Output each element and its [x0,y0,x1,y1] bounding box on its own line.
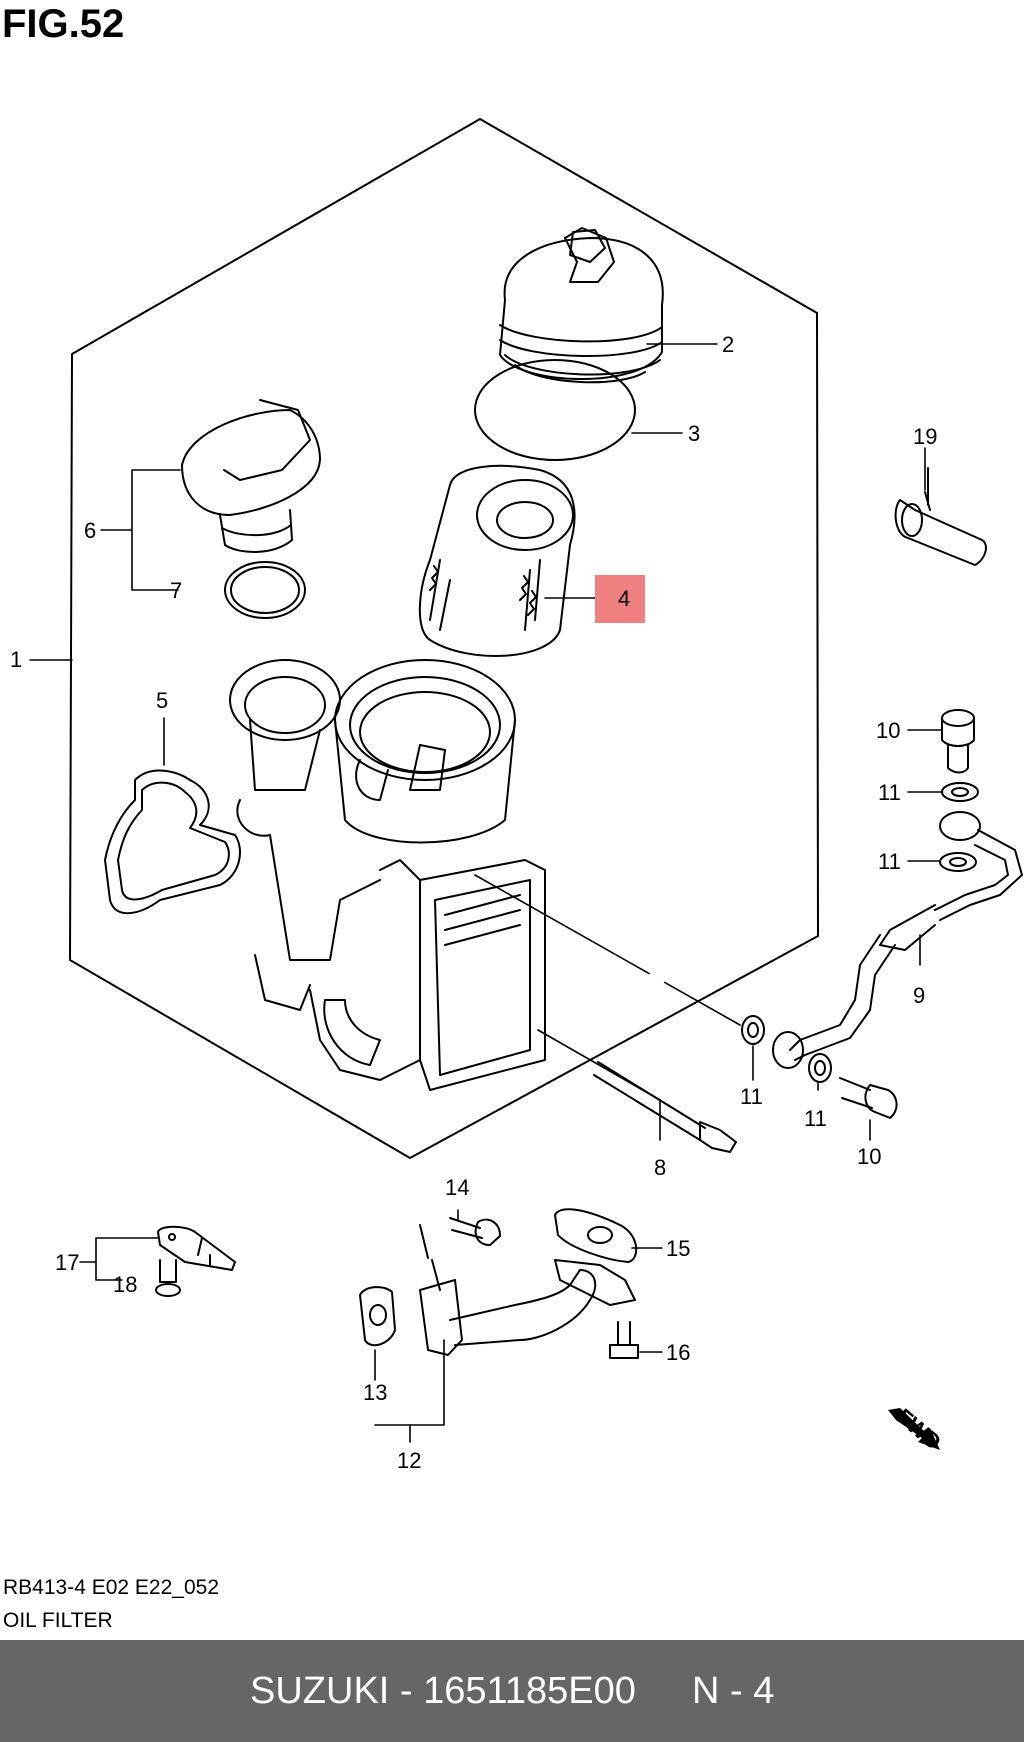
footer-ref: N - 4 [692,1670,775,1712]
bolt-upper [941,709,975,774]
filter-housing [229,659,546,1091]
diagram-caption: OIL FILTER [3,1609,113,1632]
callout-17: 17 [55,1250,79,1275]
figure-title: FIG.52 [2,2,125,46]
washer-3 [741,1015,765,1045]
callout-16: 16 [666,1340,690,1365]
callout-2: 2 [722,332,734,357]
callout-7: 7 [170,578,182,603]
washer-2 [939,852,977,872]
callout-10-lower: 10 [857,1144,881,1169]
o-ring-large [474,359,636,461]
footer-part-label: SUZUKI - 1651185E00 [250,1670,636,1712]
fwd-arrow: FWD [888,1404,946,1455]
callout-10-upper: 10 [876,718,900,743]
gasket [104,769,241,915]
callout-1: 1 [10,647,22,672]
union-bolt [894,467,987,566]
long-bolt [593,1061,737,1153]
callout-19: 19 [913,424,937,449]
pipe-12 [419,1224,636,1356]
leader-lines [29,343,943,1443]
callout-11-a: 11 [878,780,901,805]
callout-9: 9 [913,983,925,1008]
washer-1 [941,782,979,802]
bolt-lower [839,1077,898,1119]
callout-12: 12 [397,1448,421,1473]
bolt-bracket [155,1259,181,1297]
oil-filler-cap [181,399,321,553]
bolt-16 [609,1321,639,1359]
bolt-14 [449,1217,501,1246]
callout-3: 3 [688,421,700,446]
filter-element [418,464,576,657]
o-ring-small [224,561,306,619]
highlight-box [595,575,645,623]
diagram-code: RB413-4 E02 E22_052 [3,1576,219,1599]
assembly-boundary [69,118,819,1159]
callout-5: 5 [156,688,168,713]
gasket-13 [359,1286,396,1347]
bracket [157,1225,236,1271]
callout-6: 6 [84,518,96,543]
filter-cap [499,227,664,384]
gasket-15 [554,1208,638,1263]
callout-13: 13 [363,1380,387,1405]
oil-pipe [772,811,1023,1069]
callout-14: 14 [445,1175,469,1200]
callout-11-d: 11 [804,1106,827,1131]
callout-11-b: 11 [878,849,901,874]
callout-15: 15 [666,1236,690,1261]
callout-4: 4 [618,586,630,611]
callout-11-c: 11 [740,1084,763,1109]
parts-diagram: FWD 1 2 3 4 5 6 7 8 9 10 10 11 11 11 11 … [10,118,1023,1473]
callout-18: 18 [113,1272,137,1297]
washer-4 [808,1053,832,1083]
footer-bar: SUZUKI - 1651185E00 N - 4 [0,1640,1024,1742]
callout-8: 8 [654,1155,666,1180]
